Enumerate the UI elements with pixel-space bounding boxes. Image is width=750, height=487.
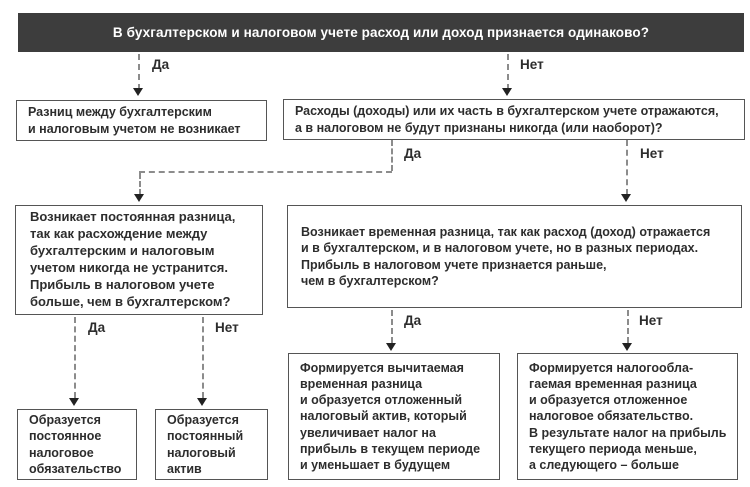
box-permanent-tax-asset: Образуется постоянный налоговый актив (155, 409, 268, 480)
header-question: В бухгалтерском и налоговом учете расход… (18, 13, 744, 52)
box-never-recognized-question: Расходы (доходы) или их часть в бухгалте… (283, 99, 745, 140)
box-text: Формируется вычитаемая временная разница… (300, 360, 481, 473)
edge-label-yes: Да (404, 313, 422, 328)
connector-line (139, 171, 392, 173)
box-permanent-tax-liability: Образуется постоянное налоговое обязател… (17, 409, 137, 480)
arrow-down-icon (502, 88, 512, 96)
connector-line (202, 317, 204, 398)
edge-label-no: Нет (640, 146, 664, 161)
box-temporary-difference: Возникает временная разница, так как рас… (287, 205, 742, 308)
edge-label-yes: Да (88, 320, 106, 335)
connector-line (391, 140, 393, 171)
arrow-down-icon (69, 398, 79, 406)
connector-line (626, 140, 628, 195)
box-text: Возникает временная разница, так как рас… (301, 225, 711, 288)
arrow-down-icon (386, 343, 396, 351)
box-taxable-temporary-difference: Формируется налогообла- гаемая временная… (517, 353, 738, 480)
connector-line (74, 317, 76, 398)
arrow-down-icon (134, 194, 144, 202)
arrow-down-icon (621, 194, 631, 202)
edge-label-yes: Да (404, 146, 422, 161)
connector-line (138, 54, 140, 90)
connector-line (391, 310, 393, 343)
arrow-down-icon (133, 88, 143, 96)
connector-line (507, 54, 509, 90)
edge-label-no: Нет (520, 57, 544, 72)
edge-label-no: Нет (215, 320, 239, 335)
edge-label-yes: Да (152, 57, 170, 72)
arrow-down-icon (622, 343, 632, 351)
connector-line (139, 173, 141, 195)
edge-label-no: Нет (639, 313, 663, 328)
arrow-down-icon (197, 398, 207, 406)
box-text: Образуется постоянный налоговый актив (167, 413, 244, 476)
box-text: Разниц между бухгалтерским и налоговым у… (28, 105, 241, 136)
box-text: Образуется постоянное налоговое обязател… (29, 413, 122, 476)
box-deductible-temporary-difference: Формируется вычитаемая временная разница… (288, 353, 500, 480)
box-text: Расходы (доходы) или их часть в бухгалте… (295, 104, 719, 135)
box-no-difference: Разниц между бухгалтерским и налоговым у… (16, 100, 267, 141)
box-text: Возникает постоянная разница, так как ра… (30, 209, 236, 309)
connector-line (627, 310, 629, 343)
box-text: Формируется налогообла- гаемая временная… (529, 360, 727, 473)
box-permanent-difference: Возникает постоянная разница, так как ра… (15, 205, 263, 315)
